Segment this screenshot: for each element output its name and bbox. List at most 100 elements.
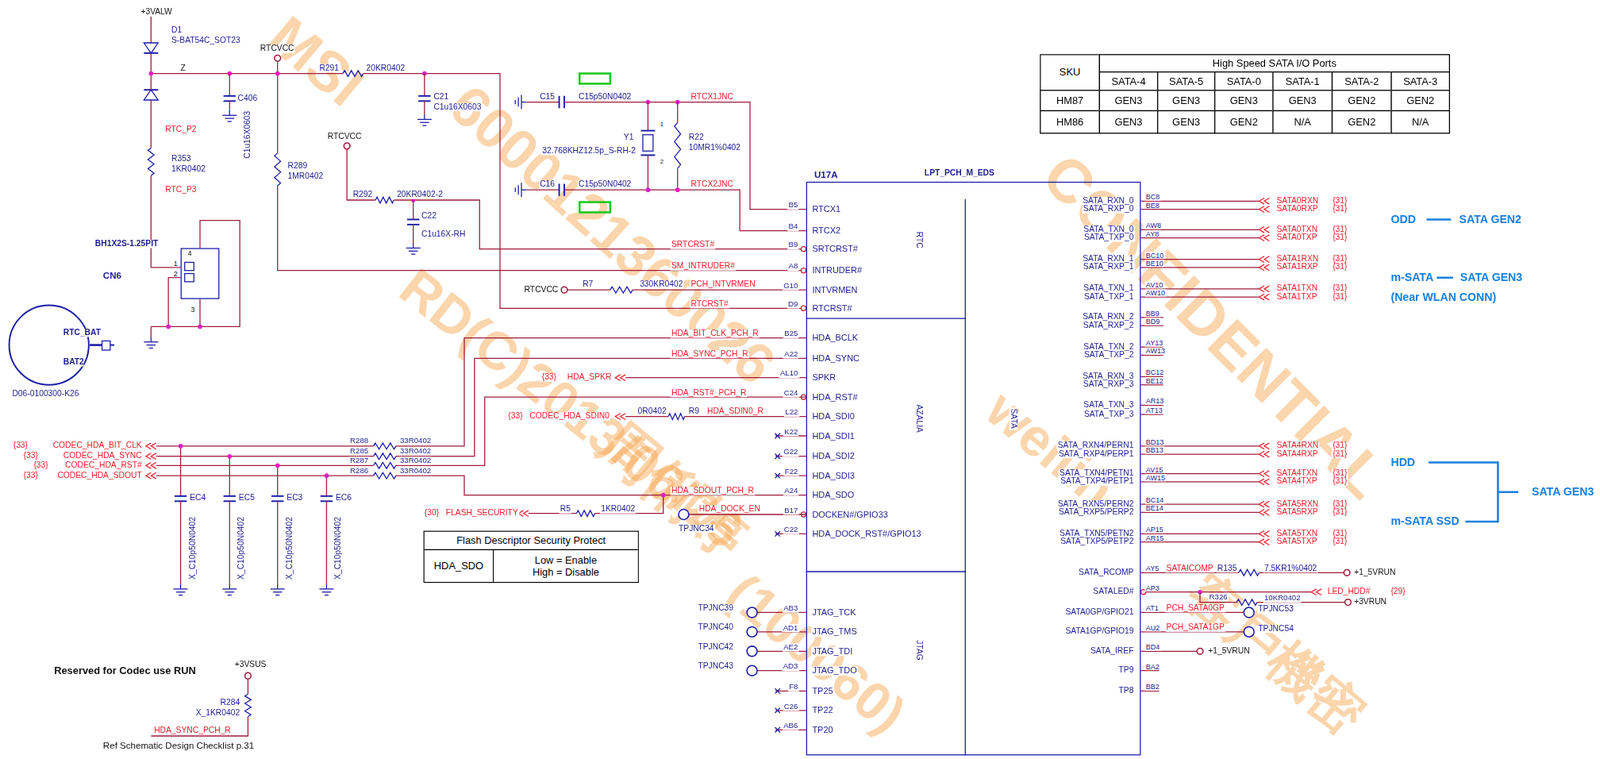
part-label: HDA_SDI1 xyxy=(811,431,856,441)
table-cell: GEN2 xyxy=(1390,89,1450,112)
part-label: 20KR0402 xyxy=(365,64,406,73)
part-label: EC6 xyxy=(334,493,354,502)
part-label: SATA_RXP_1 xyxy=(1081,263,1135,272)
rtc-battery: RTC_BATBAT2D06-0100300-K26 xyxy=(7,303,90,386)
part-label: BD9 xyxy=(1145,317,1162,325)
net-name: SATA4RXP xyxy=(1275,450,1320,458)
wire xyxy=(1140,296,1259,297)
part-label: AW8 xyxy=(1145,222,1163,230)
resistor-symbol xyxy=(147,147,154,176)
no-connect-mark xyxy=(774,473,780,478)
resistor-symbol xyxy=(373,472,397,479)
ground-symbol xyxy=(222,115,237,116)
net-name: CODEC_HDA_BIT_CLK xyxy=(51,442,143,450)
port-chevron xyxy=(150,461,156,469)
capacitor-symbol xyxy=(407,218,420,220)
part-label: RTCX1 xyxy=(811,204,842,214)
net-name: {31} xyxy=(1331,204,1349,213)
net-name: {33} xyxy=(11,442,29,450)
table-cell: SATA-3 xyxy=(1390,71,1450,91)
no-connect-mark xyxy=(774,726,780,732)
table-cell: N/A xyxy=(1272,110,1333,135)
port-chevron xyxy=(1316,588,1322,596)
net-name: RTCX2JNC xyxy=(689,180,735,189)
part-label: AZALIA xyxy=(914,403,923,434)
port-chevron xyxy=(1264,442,1270,450)
net-name: HDA_SYNC_PCH_R xyxy=(153,726,232,735)
part-label: 1KR0402 xyxy=(600,504,636,513)
no-connect-mark xyxy=(774,726,780,732)
part-label: TPJNC54 xyxy=(1257,624,1295,633)
net-name: {31} xyxy=(1331,254,1349,263)
wire xyxy=(676,168,678,190)
part-label: 32.768KHZ12.5p_S-RH-2 xyxy=(541,146,637,155)
ground-symbol xyxy=(422,124,427,126)
wire xyxy=(247,678,249,694)
port-chevron xyxy=(1264,530,1270,538)
net-name: HDA_SPKR xyxy=(566,373,613,382)
wire xyxy=(1140,591,1312,593)
part-label: R5 xyxy=(559,504,573,513)
ground-symbol xyxy=(229,110,231,116)
part-label: 0R0402 xyxy=(636,407,668,416)
part-label: C406 xyxy=(236,95,258,104)
part-label: C1u16X0603 xyxy=(432,103,483,112)
part-label: EC5 xyxy=(238,493,257,502)
net-name: {30} xyxy=(423,509,441,518)
table-cell: GEN3 xyxy=(1272,89,1333,112)
no-connect-mark xyxy=(774,453,780,458)
port-chevron xyxy=(150,472,156,479)
capacitor-symbol xyxy=(418,95,431,97)
table-cell: GEN2 xyxy=(1331,110,1393,135)
ground-symbol xyxy=(408,250,419,252)
port-chevron xyxy=(1264,470,1270,477)
part-label: SATA_TXN_0 xyxy=(1082,225,1135,234)
wire xyxy=(564,102,807,210)
net-name: SATA0TXP xyxy=(1275,233,1319,242)
junction-dot xyxy=(675,187,681,193)
port-chevron xyxy=(1264,500,1270,508)
net-name: {33} xyxy=(22,452,39,461)
table-cell: N/A xyxy=(1390,110,1450,135)
net-name: CODEC_HDA_RST# xyxy=(64,461,143,470)
resistor-symbol xyxy=(245,693,252,716)
no-connect-mark xyxy=(774,473,780,478)
part-label: X_C10p50N0402 xyxy=(285,515,294,581)
resistor-symbol xyxy=(274,153,281,186)
resistor-symbol xyxy=(373,442,397,450)
part-label: JTAG_TDI xyxy=(811,646,854,656)
part-label: TP20 xyxy=(811,725,835,735)
node-label: RTC_BAT xyxy=(63,328,101,337)
net-name: {31} xyxy=(1331,500,1349,508)
wire xyxy=(647,102,649,131)
part-label: TPJNC43 xyxy=(696,661,735,670)
junction-dot xyxy=(646,187,651,193)
part-label: INTVRMEN xyxy=(811,285,859,295)
junction-dot xyxy=(178,443,184,449)
net-name: HDA_SDIN0_R xyxy=(706,407,765,416)
table-cell: GEN3 xyxy=(1157,110,1216,135)
part-label: RTCRST# xyxy=(811,303,854,313)
part-label: SATA_RXN_2 xyxy=(1081,313,1135,322)
connector-pin xyxy=(184,261,195,270)
part-label: R326 xyxy=(1207,592,1229,601)
part-label: INTRUDER# xyxy=(811,265,863,275)
wire xyxy=(526,188,559,190)
net-name: {31} xyxy=(1331,233,1349,242)
table-cell: HM87 xyxy=(1039,89,1100,112)
net-name: PCH_SATA1GP xyxy=(1165,623,1226,632)
junction-dot xyxy=(148,71,154,77)
annotation-text: SATA GEN2 xyxy=(1459,213,1522,225)
part-label: HDA_RST# xyxy=(811,392,859,402)
node-label: D06-0100300-K26 xyxy=(11,389,79,398)
part-label: C15p50N0402 xyxy=(577,92,633,101)
net-name: {31} xyxy=(1331,196,1349,205)
part-label: 20KR0402-2 xyxy=(396,190,444,199)
net-name: SM_INTRUDER# xyxy=(670,261,737,270)
part-label: BE12 xyxy=(1145,376,1166,385)
net-name: PCH_SATA0GP xyxy=(1165,603,1226,612)
wire xyxy=(156,445,374,447)
wire xyxy=(393,200,806,250)
wire xyxy=(1140,237,1259,239)
part-label: SATA_TXP5/PETP2 xyxy=(1059,538,1135,547)
